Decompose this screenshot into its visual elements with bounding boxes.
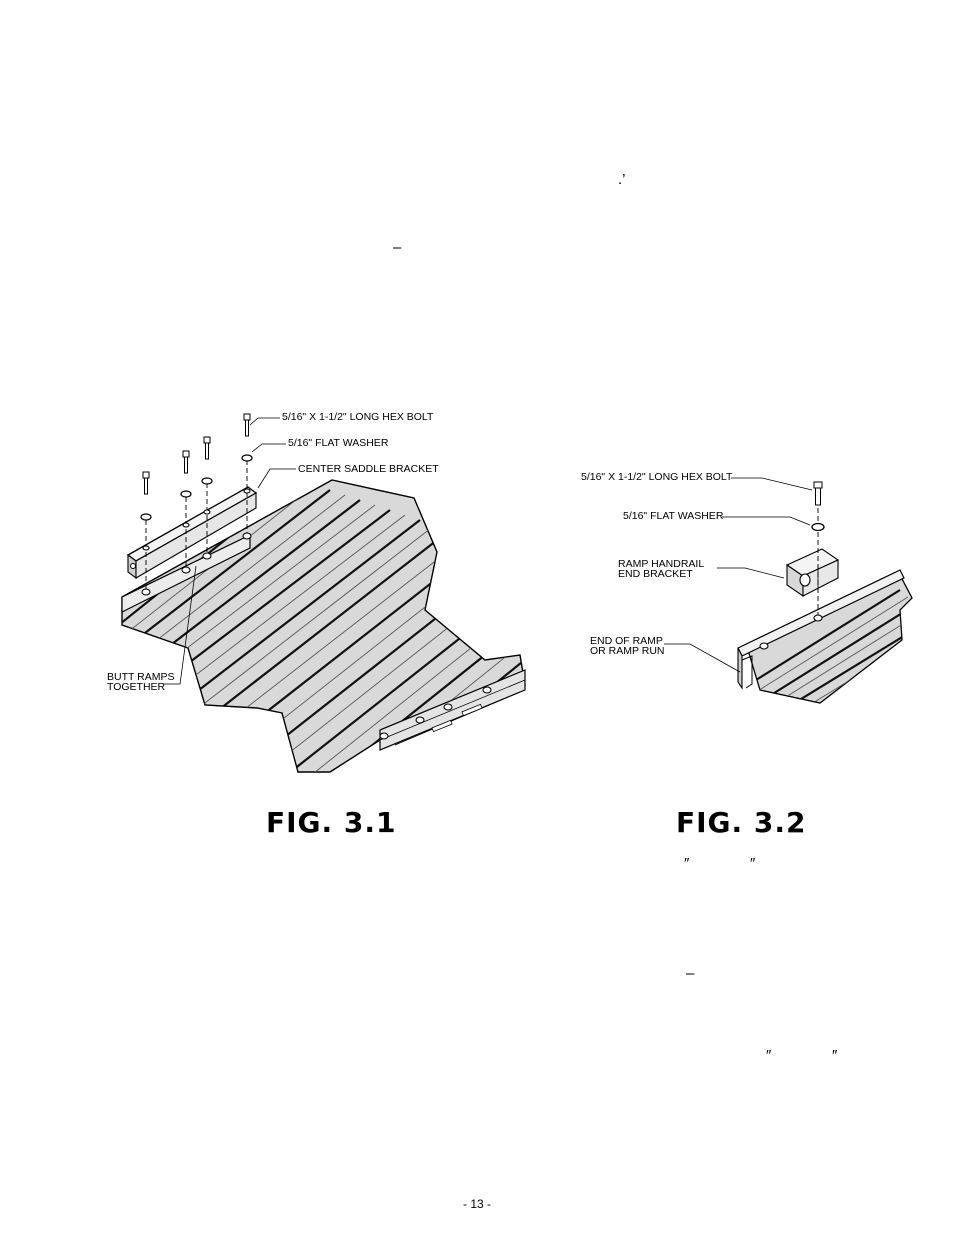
text-mark-4: ″ [750, 855, 756, 872]
text-mark-7: ″ [832, 1047, 838, 1064]
fig-3-1-drawing [121, 413, 526, 773]
page-number: - 13 - [462, 1197, 491, 1211]
text-mark-1: .’ [618, 171, 626, 188]
text-mark-2: – [393, 239, 402, 256]
fig1-callout-butt-1: BUTT RAMPS [107, 671, 175, 683]
text-mark-3: ″ [684, 855, 690, 872]
text-mark-5: – [686, 965, 695, 982]
fig1-callout-bolt: 5/16" X 1-1/2" LONG HEX BOLT [282, 411, 434, 423]
fig2-callout-end-1: END OF RAMP [590, 635, 663, 647]
fig2-callout-end-2: OR RAMP RUN [590, 645, 665, 657]
fig2-callout-washer: 5/16" FLAT WASHER [623, 510, 724, 522]
fig2-callout-bracket-1: RAMP HANDRAIL [618, 558, 705, 570]
fig1-washers [140, 454, 253, 521]
fig-3-1-title: FIG. 3.1 [266, 806, 397, 839]
fig1-callout-bracket: CENTER SADDLE BRACKET [298, 463, 439, 475]
fig-3-2-drawing [664, 477, 913, 704]
fig2-bolt [813, 481, 823, 506]
fig-3-2-title: FIG. 3.2 [676, 806, 807, 839]
fig2-callout-bolt: 5/16" X 1-1/2" LONG HEX BOLT [581, 471, 733, 483]
fig2-callout-bracket-2: END BRACKET [618, 568, 693, 580]
fig1-callout-washer: 5/16" FLAT WASHER [288, 437, 389, 449]
fig2-washer [811, 522, 825, 532]
fig1-callout-butt-2: TOGETHER [107, 681, 166, 693]
ramp-handrail-end-bracket [785, 548, 840, 598]
text-mark-6: ″ [766, 1047, 772, 1064]
fig1-bolts [142, 413, 251, 495]
